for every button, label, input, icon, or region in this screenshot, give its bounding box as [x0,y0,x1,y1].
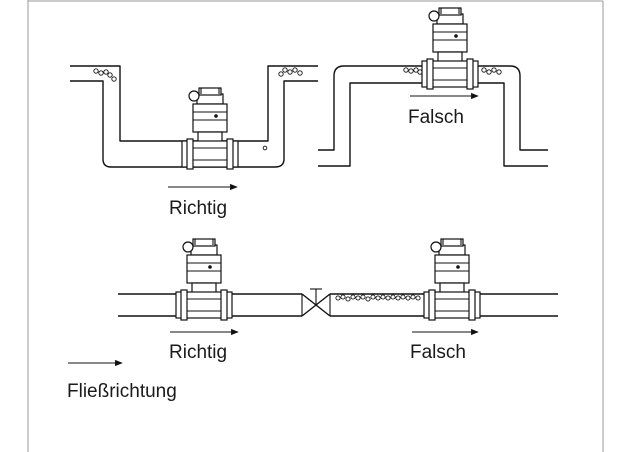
flow-sensor-correct-top [181,87,239,170]
flow-sensor-wrong-bottom [423,238,481,321]
label-correct-top: Richtig [169,198,227,219]
air-bubbles [403,67,502,75]
frame [27,0,604,452]
legend-label: Fließrichtung [67,381,177,402]
flow-sensor-correct-bottom [175,238,233,321]
air-bubbles [93,67,303,151]
air-bubbles [335,294,421,302]
flow-sensor-wrong-top [421,7,479,90]
label-wrong-bottom: Falsch [410,342,466,363]
label-correct-bottom: Richtig [169,342,227,363]
valve [301,288,331,317]
label-wrong-top: Falsch [408,107,464,128]
pipe-straight-with-valve [118,288,558,317]
